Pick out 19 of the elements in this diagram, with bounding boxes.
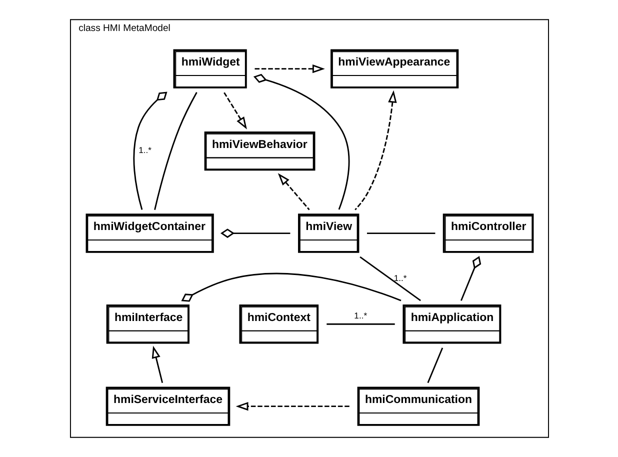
connector bbox=[326, 323, 394, 325]
arrow bbox=[354, 90, 396, 210]
edge-label: 1..* bbox=[354, 310, 367, 321]
connector bbox=[252, 74, 350, 210]
connector bbox=[220, 228, 290, 238]
connector bbox=[366, 232, 435, 234]
arrow bbox=[254, 64, 324, 74]
arrow bbox=[151, 346, 163, 383]
connector bbox=[460, 256, 481, 301]
connector bbox=[154, 92, 197, 210]
arrow bbox=[223, 92, 246, 130]
connector bbox=[132, 92, 167, 210]
connector bbox=[359, 256, 420, 302]
connector bbox=[426, 348, 443, 384]
connector bbox=[180, 272, 401, 302]
arrow bbox=[277, 173, 310, 210]
edge-label: 1..* bbox=[138, 145, 152, 156]
edge-label: 1..* bbox=[393, 272, 406, 283]
arrow bbox=[235, 402, 349, 411]
